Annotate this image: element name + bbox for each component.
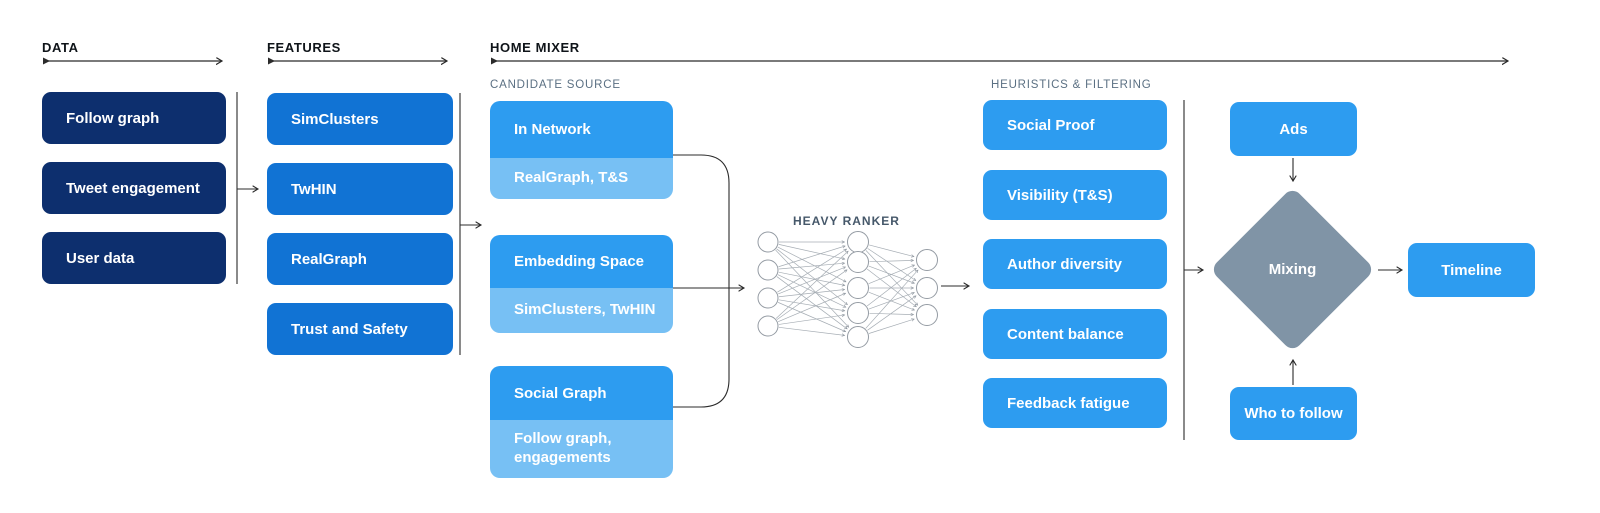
box-label: Social Proof — [1007, 116, 1095, 134]
subheader-candidate-source: CANDIDATE SOURCE — [490, 79, 621, 91]
section-header-data: DATA — [42, 40, 79, 55]
feature-box-twhin: TwHIN — [267, 163, 453, 215]
candidate-title: In Network — [490, 101, 673, 158]
box-label: User data — [66, 249, 135, 267]
box-label: Tweet engagement — [66, 179, 200, 197]
mixing-label: Mixing — [1268, 261, 1317, 278]
box-label: Ads — [1279, 120, 1308, 138]
who-to-follow-box: Who to follow — [1230, 387, 1357, 440]
box-label: Who to follow — [1244, 405, 1343, 422]
data-box-tweet-engagement: Tweet engagement — [42, 162, 226, 214]
ads-box: Ads — [1230, 102, 1357, 156]
box-label: Content balance — [1007, 325, 1124, 343]
box-label: Feedback fatigue — [1007, 394, 1130, 412]
section-header-home-mixer: HOME MIXER — [490, 40, 580, 55]
heuristic-box-visibility: Visibility (T&S) — [983, 170, 1167, 220]
box-label: SimClusters — [291, 110, 379, 128]
section-header-features: FEATURES — [267, 40, 341, 55]
box-label: Trust and Safety — [291, 320, 408, 338]
timeline-box: Timeline — [1408, 243, 1535, 297]
feature-box-trust-and-safety: Trust and Safety — [267, 303, 453, 355]
candidate-subtitle: Follow graph, engagements — [490, 420, 673, 478]
feature-box-realgraph: RealGraph — [267, 233, 453, 285]
heuristic-box-feedback-fatigue: Feedback fatigue — [983, 378, 1167, 428]
heuristic-box-author-diversity: Author diversity — [983, 239, 1167, 289]
candidate-subtitle: SimClusters, TwHIN — [490, 288, 673, 333]
box-label: Timeline — [1441, 261, 1502, 279]
subheader-heuristics-filtering: HEURISTICS & FILTERING — [991, 79, 1152, 91]
candidate-box-in-network: In Network RealGraph, T&S — [490, 101, 673, 199]
heuristic-box-social-proof: Social Proof — [983, 100, 1167, 150]
candidate-box-social-graph: Social Graph Follow graph, engagements — [490, 366, 673, 478]
box-label: RealGraph — [291, 250, 367, 268]
data-box-follow-graph: Follow graph — [42, 92, 226, 144]
feature-box-simclusters: SimClusters — [267, 93, 453, 145]
data-box-user-data: User data — [42, 232, 226, 284]
box-label: Author diversity — [1007, 255, 1123, 273]
box-label: Visibility (T&S) — [1007, 186, 1113, 204]
candidate-box-embedding-space: Embedding Space SimClusters, TwHIN — [490, 235, 673, 333]
candidate-title: Social Graph — [490, 366, 673, 420]
candidate-title: Embedding Space — [490, 235, 673, 288]
box-label: Follow graph — [66, 109, 160, 127]
candidate-subtitle: RealGraph, T&S — [490, 158, 673, 199]
box-label: TwHIN — [291, 180, 337, 198]
heavy-ranker-label: HEAVY RANKER — [793, 214, 900, 228]
heuristic-box-content-balance: Content balance — [983, 309, 1167, 359]
